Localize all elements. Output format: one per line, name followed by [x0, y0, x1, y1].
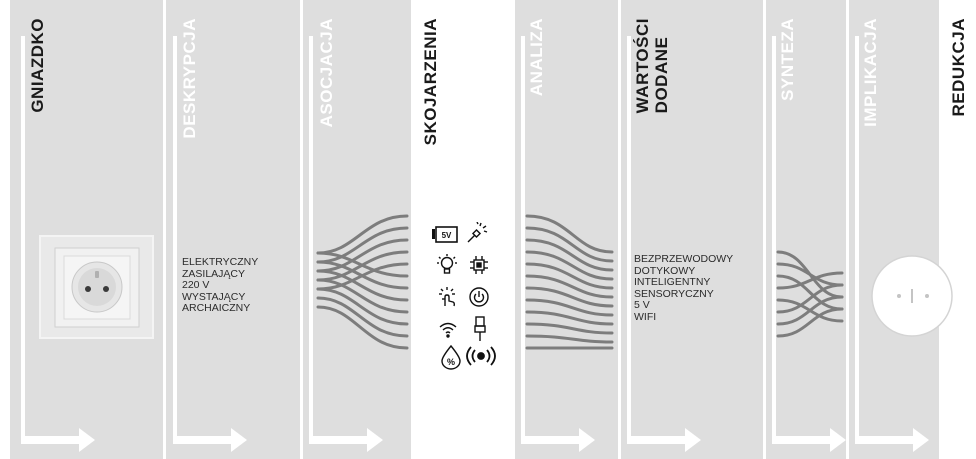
wireless-signal-icon [464, 344, 498, 368]
added-value: INTELIGENTNY [634, 276, 711, 288]
arrow-deskrypcja [173, 36, 247, 452]
added-values: BEZPRZEWODOWY DOTYKOWY INTELIGENTNY SENS… [634, 253, 734, 323]
added-value: DOTYKOWY [634, 264, 696, 277]
svg-text:%: % [447, 357, 455, 367]
humidity-drop-icon: % [438, 344, 464, 370]
description-word: ARCHAICZNY [182, 302, 251, 314]
added-value: WIFI [634, 310, 657, 323]
plug-spark-icon [466, 222, 488, 244]
panel-synteza: SYNTEZA [766, 0, 846, 459]
power-button-icon [468, 286, 490, 308]
socket-image [39, 235, 154, 339]
reduced-socket-image [871, 255, 953, 337]
wifi-icon [437, 318, 459, 340]
lightbulb-icon [436, 254, 458, 276]
arrow-implikacja [855, 36, 929, 452]
panel-wartosci-dodane: WARTOŚCI DODANE [621, 0, 763, 459]
panel-deskrypcja: DESKRYPCJA [166, 0, 300, 459]
added-value: BEZPRZEWODOWY [634, 253, 734, 265]
stage-arrows [21, 36, 929, 452]
panel-redukcja: REDUKCJA [939, 0, 976, 459]
description-word: 220 V [182, 279, 210, 291]
added-value: SENSORYCZNY [634, 287, 714, 300]
touch-hand-icon [436, 286, 458, 308]
battery-5v-icon: 5V [430, 224, 460, 246]
panel-gniazdko: GNIAZDKO [10, 0, 163, 459]
chip-icon [468, 254, 490, 276]
association-lines [316, 214, 409, 350]
synthesis-lines [776, 250, 844, 338]
panel-implikacja: IMPLIKACJA [849, 0, 939, 459]
description-word: ELEKTRYCZNY [182, 256, 259, 268]
description-words: ELEKTRYCZNY ZASILAJĄCY 220 V WYSTAJĄCY A… [182, 256, 259, 315]
description-word: WYSTAJĄCY [182, 290, 246, 303]
panel-skojarzenia: SKOJARZENIA [411, 0, 515, 459]
usb-plug-icon [472, 316, 494, 341]
svg-text:5V: 5V [442, 231, 452, 240]
arrow-wartosci [627, 36, 701, 452]
analysis-lines [525, 214, 614, 350]
description-word: ZASILAJĄCY [182, 267, 246, 280]
arrow-synteza [772, 36, 846, 452]
added-value: 5 V [634, 299, 650, 311]
